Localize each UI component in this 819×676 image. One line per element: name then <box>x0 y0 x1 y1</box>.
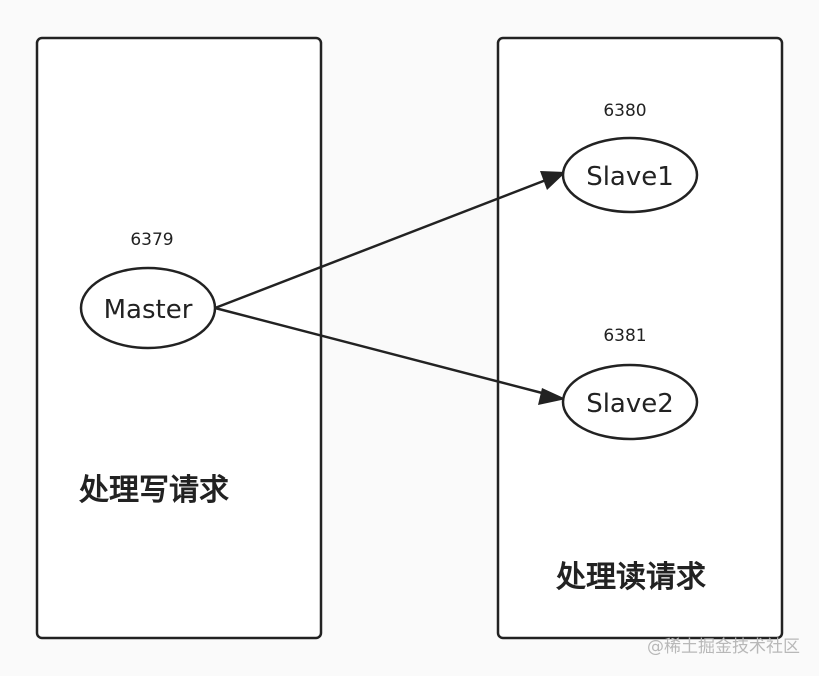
arrowhead-icon <box>540 171 566 190</box>
edge-master-slave2 <box>214 306 566 405</box>
slave1-ellipse <box>561 136 699 214</box>
master-ellipse <box>79 266 217 350</box>
watermark-text: @稀土掘金技术社区 <box>647 637 800 657</box>
read-panel-label: 处理读请求 <box>555 560 706 595</box>
slave2-label: Slave2 <box>586 389 674 419</box>
node-slave2: 6381 Slave2 <box>561 326 699 441</box>
node-master: 6379 Master <box>79 230 217 350</box>
node-slave1: 6380 Slave1 <box>561 101 699 214</box>
arrowhead-icon <box>538 388 566 405</box>
master-port-label: 6379 <box>130 230 173 250</box>
write-panel-label: 处理写请求 <box>78 473 229 508</box>
slave2-ellipse <box>561 363 699 441</box>
edge-master-slave1 <box>214 171 566 310</box>
edge-line <box>214 306 547 396</box>
slave1-label: Slave1 <box>586 162 674 192</box>
master-label: Master <box>104 295 193 325</box>
slave1-port-label: 6380 <box>603 101 646 121</box>
edge-line <box>214 178 547 310</box>
slave2-port-label: 6381 <box>603 326 646 346</box>
